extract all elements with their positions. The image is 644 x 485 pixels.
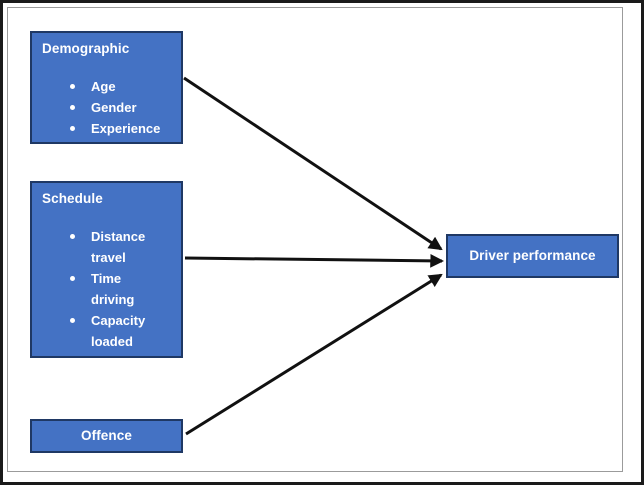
node-schedule: Schedule Distance travel Time driving Ca… — [30, 181, 183, 358]
list-item: Age — [70, 76, 181, 97]
arrow-offence-to-driver — [185, 273, 443, 436]
node-driver-performance: Driver performance — [446, 234, 619, 278]
list-item: Experience — [70, 118, 181, 139]
list-item: Gender — [70, 97, 181, 118]
list-item: Capacity loaded — [70, 310, 181, 352]
node-offence: Offence — [30, 419, 183, 453]
node-demographic-title: Demographic — [42, 41, 130, 56]
node-driver-performance-title: Driver performance — [469, 248, 596, 263]
node-offence-title: Offence — [81, 428, 132, 443]
list-item: Time driving — [70, 268, 181, 310]
node-schedule-title: Schedule — [42, 191, 103, 206]
list-item: Distance travel — [70, 226, 181, 268]
schedule-bullet-list: Distance travel Time driving Capacity lo… — [32, 226, 181, 352]
demographic-bullet-list: Age Gender Experience — [32, 76, 181, 139]
arrow-schedule-to-driver — [184, 253, 445, 268]
arrow-demographic-to-driver — [183, 76, 443, 251]
node-demographic: Demographic Age Gender Experience — [30, 31, 183, 144]
